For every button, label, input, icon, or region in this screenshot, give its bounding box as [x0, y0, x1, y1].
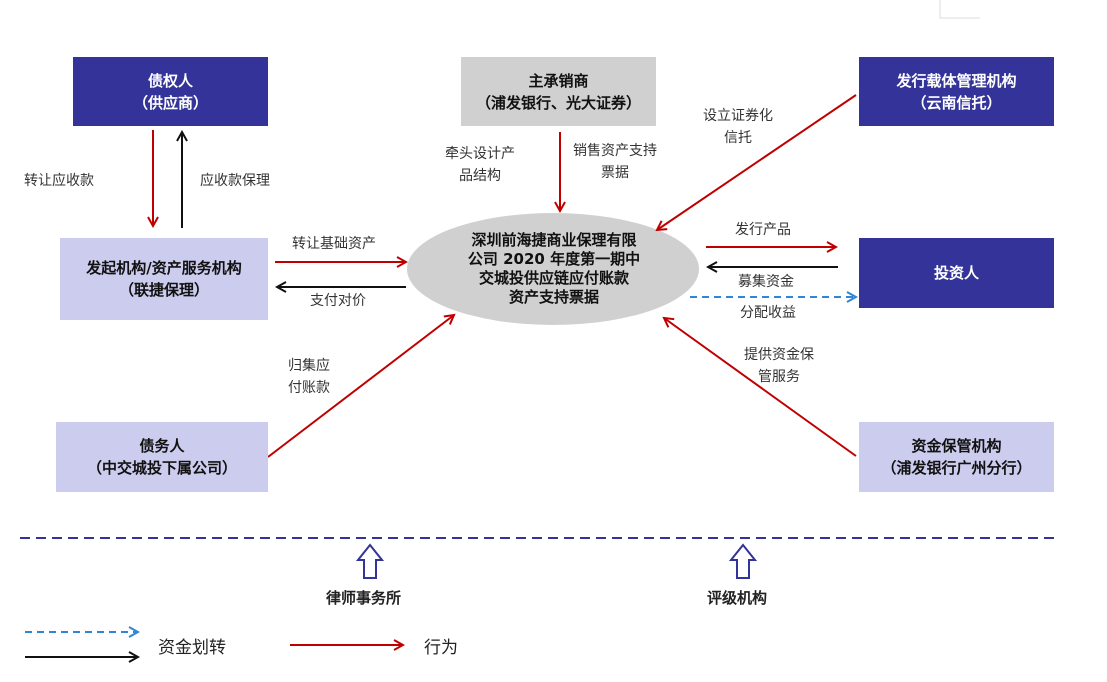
hollow-up-arrow-icon: [728, 543, 758, 579]
node-issuer-vehicle: 发行载体管理机构 （云南信托）: [859, 57, 1054, 126]
label-line: 牵头设计产: [445, 146, 515, 162]
law-firm-label: 律师事务所: [326, 589, 402, 607]
label-line: 管服务: [758, 369, 800, 385]
node-title: 资金保管机构: [911, 437, 1002, 455]
arrow-set-up-trust: [657, 94, 857, 230]
label-pay-consideration: 支付对价: [310, 293, 366, 309]
arrow-collect-payables: [267, 315, 454, 458]
node-creditor: 债权人 （供应商）: [73, 57, 268, 126]
node-custodian: 资金保管机构 （浦发银行广州分行）: [859, 422, 1054, 492]
label-distribute-income: 分配收益: [740, 305, 796, 321]
label-issue-product: 发行产品: [735, 222, 791, 238]
node-title: 发起机构/资产服务机构: [86, 259, 242, 277]
label-transfer-receivables: 转让应收款: [24, 173, 94, 189]
label-line: 设立证券化: [703, 108, 773, 124]
node-center-abn: 深圳前海捷商业保理有限 公司 2020 年度第一期中 交城投供应链应付账款 资产…: [410, 213, 698, 325]
node-subtitle: （中交城投下属公司）: [86, 459, 237, 477]
label-sell-notes: 销售资产支持 票据: [573, 140, 657, 184]
label-line: 销售资产支持: [573, 143, 657, 159]
label-custody-service: 提供资金保 管服务: [744, 344, 814, 388]
label-collect-payables: 归集应 付账款: [288, 355, 330, 399]
node-title: 债权人: [147, 71, 193, 90]
legend-action-label: 行为: [424, 638, 458, 658]
node-title: 债务人: [139, 437, 185, 455]
node-investor: 投资人: [859, 238, 1054, 308]
label-line: 付账款: [288, 380, 330, 396]
label-line: 提供资金保: [744, 347, 814, 363]
node-title: 发行载体管理机构: [896, 71, 1017, 90]
center-line: 交城投供应链应付账款: [478, 269, 629, 287]
legend-fund-transfer-label: 资金划转: [158, 638, 226, 658]
center-ellipse: [407, 213, 699, 325]
label-line: 信托: [724, 130, 752, 146]
label-lead-design: 牵头设计产 品结构: [445, 143, 515, 187]
label-line: 票据: [601, 165, 629, 181]
node-title: 投资人: [933, 264, 979, 282]
node-subtitle: （云南信托）: [911, 93, 1002, 112]
node-subtitle: （浦发银行、光大证券）: [475, 93, 641, 112]
label-transfer-base-assets: 转让基础资产: [292, 236, 376, 252]
label-line: 归集应: [288, 358, 330, 374]
node-debtor: 债务人 （中交城投下属公司）: [56, 422, 268, 492]
node-subtitle: （供应商）: [132, 93, 208, 112]
label-receivables-factoring: 应收款保理: [200, 173, 270, 189]
node-title: 主承销商: [528, 71, 589, 90]
center-line: 深圳前海捷商业保理有限: [471, 231, 637, 249]
rating-agency-label: 评级机构: [707, 589, 768, 607]
node-subtitle: （联捷保理）: [118, 281, 209, 299]
label-raise-funds: 募集资金: [738, 274, 794, 290]
center-line: 公司 2020 年度第一期中: [467, 250, 641, 268]
node-originator: 发起机构/资产服务机构 （联捷保理）: [60, 238, 268, 320]
corner-mark: [939, 0, 980, 19]
node-underwriter: 主承销商 （浦发银行、光大证券）: [461, 57, 656, 126]
hollow-up-arrow-icon: [355, 543, 385, 579]
node-subtitle: （浦发银行广州分行）: [881, 459, 1032, 477]
arrow-custody-service: [664, 318, 857, 457]
center-line: 资产支持票据: [508, 288, 599, 306]
label-line: 品结构: [459, 168, 501, 184]
label-set-up-trust: 设立证券化 信托: [703, 105, 773, 149]
